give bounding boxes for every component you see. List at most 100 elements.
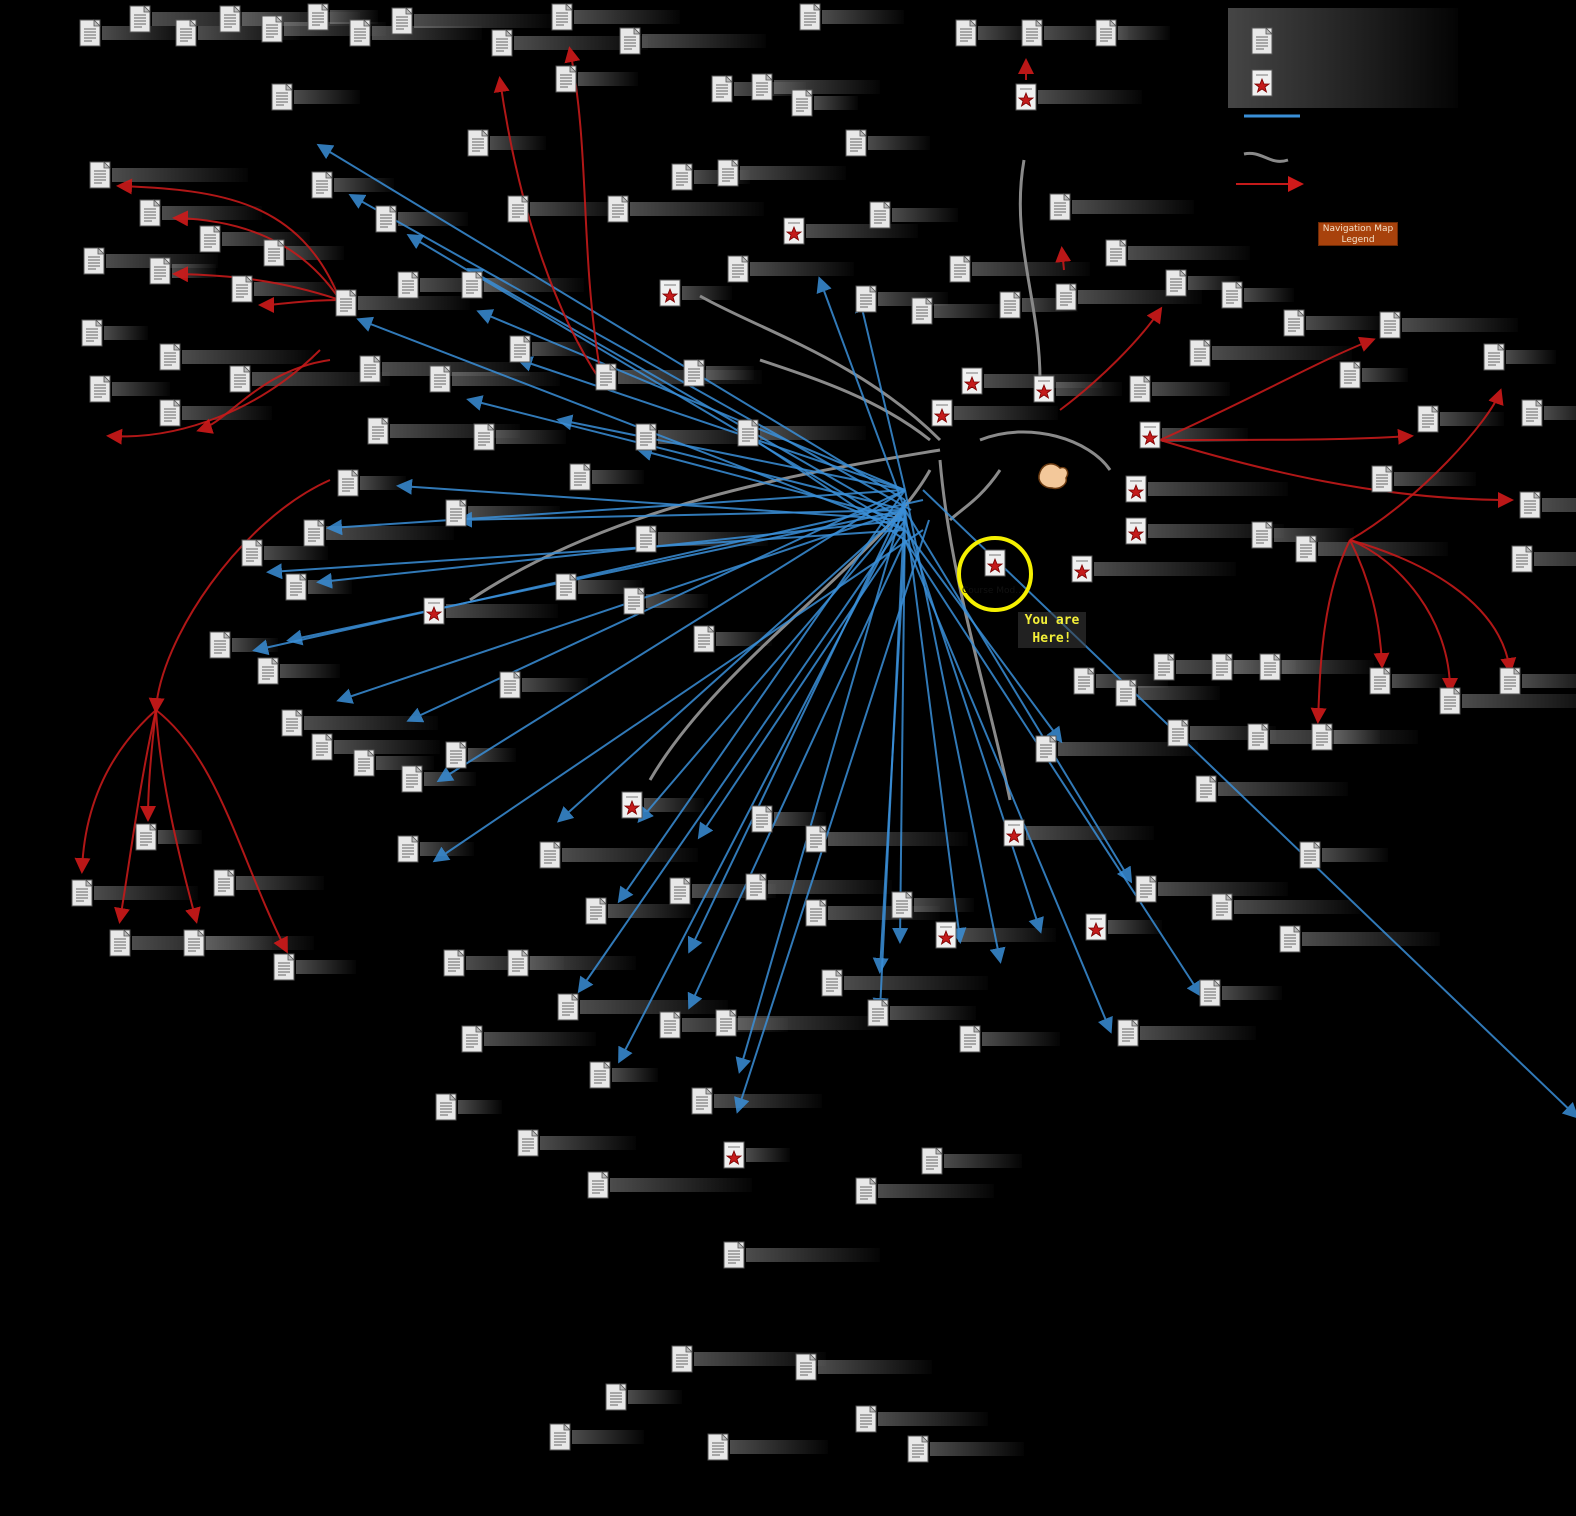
page-document-icon[interactable] [805, 825, 827, 853]
page-document-icon[interactable] [1499, 667, 1521, 695]
starred-document-icon[interactable] [1071, 555, 1093, 583]
page-document-icon[interactable] [443, 949, 465, 977]
page-document-icon[interactable] [1199, 979, 1221, 1007]
page-document-icon[interactable] [589, 1061, 611, 1089]
page-document-icon[interactable] [445, 741, 467, 769]
page-document-icon[interactable] [435, 1093, 457, 1121]
page-document-icon[interactable] [921, 1147, 943, 1175]
page-document-icon[interactable] [855, 285, 877, 313]
page-document-icon[interactable] [461, 1025, 483, 1053]
page-document-icon[interactable] [1117, 1019, 1139, 1047]
page-document-icon[interactable] [273, 953, 295, 981]
page-document-icon[interactable] [1195, 775, 1217, 803]
page-document-icon[interactable] [461, 271, 483, 299]
page-document-icon[interactable] [89, 161, 111, 189]
page-document-icon[interactable] [1035, 735, 1057, 763]
page-document-icon[interactable] [175, 19, 197, 47]
page-document-icon[interactable] [1189, 339, 1211, 367]
page-document-icon[interactable] [949, 255, 971, 283]
page-document-icon[interactable] [263, 239, 285, 267]
page-document-icon[interactable] [337, 469, 359, 497]
page-document-icon[interactable] [569, 463, 591, 491]
page-document-icon[interactable] [303, 519, 325, 547]
page-document-icon[interactable] [691, 1087, 713, 1115]
page-document-icon[interactable] [1211, 653, 1233, 681]
page-document-icon[interactable] [1483, 343, 1505, 371]
page-document-icon[interactable] [79, 19, 101, 47]
page-document-icon[interactable] [257, 657, 279, 685]
page-document-icon[interactable] [1519, 491, 1541, 519]
starred-document-icon[interactable] [1003, 819, 1025, 847]
page-document-icon[interactable] [715, 1009, 737, 1037]
page-document-icon[interactable] [1021, 19, 1043, 47]
page-document-icon[interactable] [335, 289, 357, 317]
page-document-icon[interactable] [693, 625, 715, 653]
page-document-icon[interactable] [109, 929, 131, 957]
starred-document-icon[interactable] [1125, 475, 1147, 503]
page-document-icon[interactable] [1247, 723, 1269, 751]
page-document-icon[interactable] [219, 5, 241, 33]
page-document-icon[interactable] [1095, 19, 1117, 47]
page-document-icon[interactable] [401, 765, 423, 793]
page-document-icon[interactable] [353, 749, 375, 777]
page-document-icon[interactable] [635, 525, 657, 553]
page-document-icon[interactable] [281, 709, 303, 737]
page-document-icon[interactable] [869, 201, 891, 229]
page-document-icon[interactable] [129, 5, 151, 33]
page-document-icon[interactable] [557, 993, 579, 1021]
page-document-icon[interactable] [999, 291, 1021, 319]
page-document-icon[interactable] [587, 1171, 609, 1199]
page-document-icon[interactable] [397, 835, 419, 863]
current-page-icon[interactable] [984, 549, 1006, 577]
page-document-icon[interactable] [89, 375, 111, 403]
page-document-icon[interactable] [707, 1433, 729, 1461]
page-document-icon[interactable] [1211, 893, 1233, 921]
page-document-icon[interactable] [959, 1025, 981, 1053]
page-document-icon[interactable] [1115, 679, 1137, 707]
page-document-icon[interactable] [1417, 405, 1439, 433]
page-document-icon[interactable] [795, 1353, 817, 1381]
starred-document-icon[interactable] [423, 597, 445, 625]
page-document-icon[interactable] [183, 929, 205, 957]
page-document-icon[interactable] [619, 27, 641, 55]
page-document-icon[interactable] [231, 275, 253, 303]
page-document-icon[interactable] [1521, 399, 1543, 427]
starred-document-icon[interactable] [723, 1141, 745, 1169]
page-document-icon[interactable] [509, 335, 531, 363]
page-document-icon[interactable] [499, 671, 521, 699]
starred-document-icon[interactable] [659, 279, 681, 307]
page-document-icon[interactable] [1221, 281, 1243, 309]
page-document-icon[interactable] [623, 587, 645, 615]
page-document-icon[interactable] [1165, 269, 1187, 297]
page-document-icon[interactable] [241, 539, 263, 567]
page-document-icon[interactable] [391, 7, 413, 35]
starred-document-icon[interactable] [1015, 83, 1037, 111]
starred-document-icon[interactable] [931, 399, 953, 427]
page-document-icon[interactable] [507, 949, 529, 977]
page-document-icon[interactable] [307, 3, 329, 31]
page-document-icon[interactable] [845, 129, 867, 157]
page-document-icon[interactable] [349, 19, 371, 47]
page-document-icon[interactable] [711, 75, 733, 103]
page-document-icon[interactable] [737, 419, 759, 447]
starred-document-icon[interactable] [1085, 913, 1107, 941]
page-document-icon[interactable] [1369, 667, 1391, 695]
page-document-icon[interactable] [1153, 653, 1175, 681]
page-document-icon[interactable] [1135, 875, 1157, 903]
page-document-icon[interactable] [669, 877, 691, 905]
page-document-icon[interactable] [213, 869, 235, 897]
page-document-icon[interactable] [367, 417, 389, 445]
page-document-icon[interactable] [229, 365, 251, 393]
page-document-icon[interactable] [727, 255, 749, 283]
page-document-icon[interactable] [517, 1129, 539, 1157]
starred-document-icon[interactable] [1033, 375, 1055, 403]
page-document-icon[interactable] [135, 823, 157, 851]
page-document-icon[interactable] [549, 1423, 571, 1451]
starred-document-icon[interactable] [961, 367, 983, 395]
page-document-icon[interactable] [539, 841, 561, 869]
page-document-icon[interactable] [159, 343, 181, 371]
page-document-icon[interactable] [659, 1011, 681, 1039]
page-document-icon[interactable] [311, 171, 333, 199]
page-document-icon[interactable] [555, 65, 577, 93]
page-document-icon[interactable] [1311, 723, 1333, 751]
